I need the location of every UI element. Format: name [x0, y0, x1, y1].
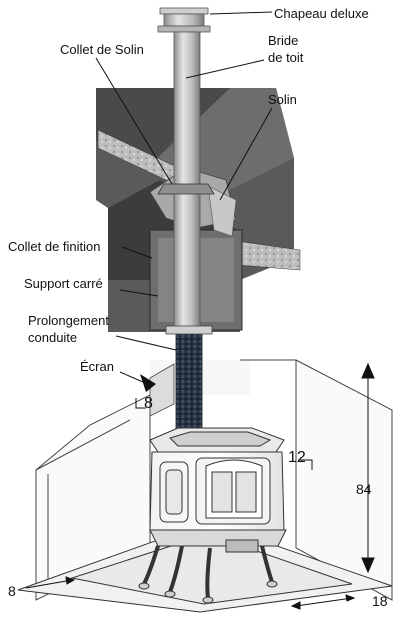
- leader-lines: [95, 11, 273, 387]
- label-collet-de-solin: Collet de Solin: [60, 42, 144, 57]
- label-support-carre: Support carré: [24, 276, 103, 291]
- dimension-front-right: 18: [372, 593, 388, 609]
- label-collet-de-finition: Collet de finition: [8, 239, 101, 254]
- dimension-side-clearance: 8: [144, 395, 153, 412]
- label-prolongement-line1: Prolongement: [28, 313, 109, 328]
- label-ecran: Écran: [80, 359, 114, 374]
- heat-shield: [149, 363, 175, 417]
- wood-stove: [138, 427, 287, 604]
- label-prolongement-line2: conduite: [28, 330, 78, 345]
- label-bride-line1: Bride: [268, 33, 299, 48]
- chimney-pipe: [157, 7, 215, 443]
- dimension-rear-clearance: 12: [288, 449, 306, 466]
- label-bride-line2: de toit: [268, 50, 304, 65]
- dimension-markers: [25, 362, 375, 610]
- dimension-front-left: 8: [8, 583, 16, 599]
- label-chapeau-deluxe: Chapeau deluxe: [274, 6, 369, 21]
- ecran-pointer-arrow: [140, 374, 156, 392]
- label-solin: Solin: [268, 92, 297, 107]
- dimension-height: 84: [356, 481, 372, 497]
